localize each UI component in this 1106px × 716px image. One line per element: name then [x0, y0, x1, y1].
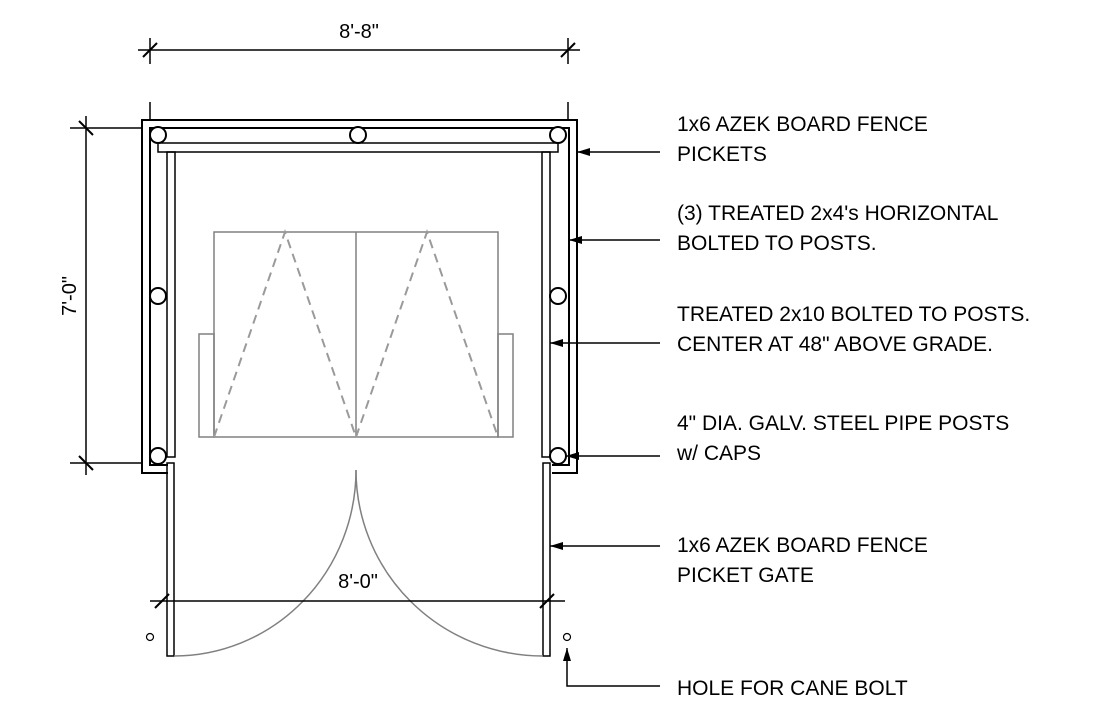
post-top-right	[549, 126, 567, 144]
overall-width-label: 8'-8"	[339, 21, 379, 43]
post-bottom-right	[549, 447, 567, 465]
container-outline	[198, 228, 514, 438]
note-pipe-posts: 4" DIA. GALV. STEEL PIPE POSTS w/ CAPS	[676, 412, 1015, 465]
cane-bolt-hole-right	[562, 632, 572, 642]
post-mid-right	[549, 287, 567, 305]
cane-bolt-hole-left	[145, 632, 155, 642]
leaders	[550, 148, 660, 687]
gate-width-label: 8'-0"	[338, 571, 378, 593]
picket-gate	[145, 462, 572, 657]
note-fence-pickets: 1x6 AZEK BOARD FENCE PICKETS	[677, 113, 934, 166]
post-top-center	[349, 126, 367, 144]
pipe-posts	[149, 126, 567, 465]
post-bottom-left	[149, 447, 167, 465]
note-picket-gate: 1x6 AZEK BOARD FENCE PICKET GATE	[677, 534, 934, 587]
left-dimension: 7'-0"	[59, 116, 142, 475]
overall-depth-label: 7'-0"	[59, 276, 81, 316]
top-dimension: 8'-8"	[138, 21, 580, 120]
note-horizontal-2x4: (3) TREATED 2x4's HORIZONTAL BOLTED TO P…	[677, 202, 1003, 255]
fence-walls	[141, 119, 578, 474]
post-mid-left	[149, 287, 167, 305]
note-cane-bolt: HOLE FOR CANE BOLT	[677, 677, 908, 700]
note-rail-2x10: TREATED 2x10 BOLTED TO POSTS. CENTER AT …	[677, 303, 1036, 356]
gate-dimension: 8'-0"	[150, 571, 565, 609]
post-top-left	[149, 126, 167, 144]
annotation-notes: 1x6 AZEK BOARD FENCE PICKETS (3) TREATED…	[676, 113, 1036, 700]
